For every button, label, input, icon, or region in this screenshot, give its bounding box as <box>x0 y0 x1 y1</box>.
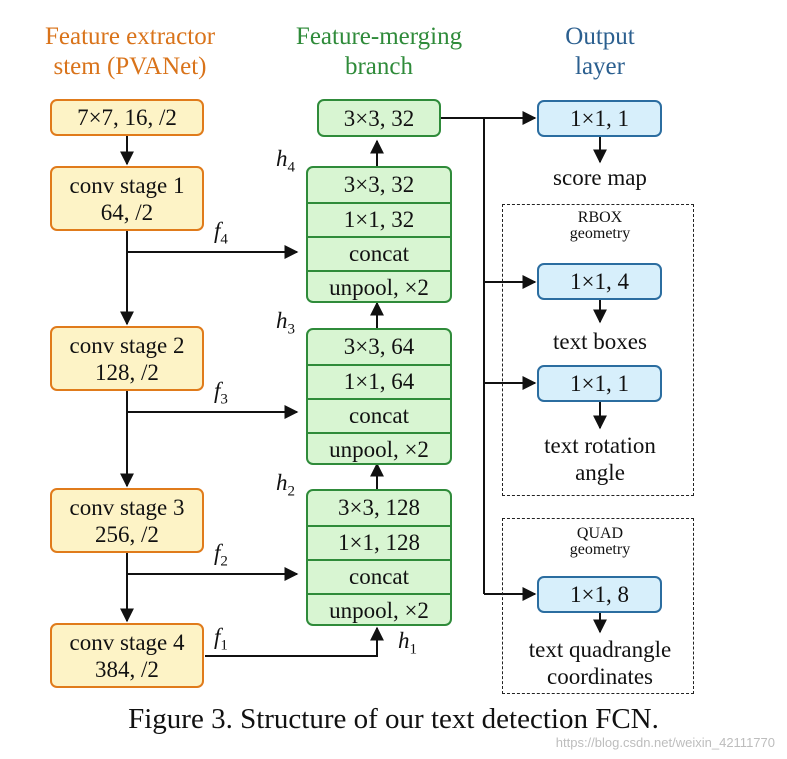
feature-label-f3: f3 <box>214 378 228 408</box>
merge-label-h1: h1 <box>398 628 417 658</box>
merge-column-title: Feature-merging branch <box>295 23 463 80</box>
merge-stack-row: 1×1, 64 <box>308 364 450 398</box>
merge-stack-h4: 3×3, 32 1×1, 32 concat unpool, ×2 <box>306 166 452 303</box>
merge-stack-row: unpool, ×2 <box>308 593 450 624</box>
text-quadrangle-label: text quadrangle coordinates <box>528 637 672 689</box>
feature-label-f4: f4 <box>214 218 228 248</box>
text-boxes-label: text boxes <box>553 329 647 354</box>
quad-group <box>502 518 694 694</box>
rbox-title: RBOX geometry <box>569 209 631 242</box>
rbox-boxes-conv: 1×1, 4 <box>537 263 662 300</box>
text-rotation-angle-label: text rotation angle <box>544 433 656 485</box>
merge-stack-row: concat <box>308 236 450 270</box>
merge-stack-h3: 3×3, 64 1×1, 64 concat unpool, ×2 <box>306 328 452 465</box>
merge-label-h4: h4 <box>276 146 295 176</box>
quad-conv: 1×1, 8 <box>537 576 662 613</box>
feature-label-f1: f1 <box>214 624 228 654</box>
merge-stack-row: 1×1, 32 <box>308 202 450 236</box>
conv-stage-4: conv stage 4 384, /2 <box>50 623 204 688</box>
merge-stack-row: 1×1, 128 <box>308 525 450 559</box>
merge-stack-row: concat <box>308 559 450 593</box>
merge-stack-h2: 3×3, 128 1×1, 128 concat unpool, ×2 <box>306 489 452 626</box>
merge-stack-row: concat <box>308 398 450 432</box>
stem-column-title: Feature extractor stem (PVANet) <box>44 23 216 80</box>
merge-stack-row: unpool, ×2 <box>308 270 450 301</box>
merge-stack-row: 3×3, 128 <box>338 495 420 520</box>
conv-stage-2: conv stage 2 128, /2 <box>50 326 204 391</box>
merge-label-h2: h2 <box>276 470 295 500</box>
output-column-title: Output layer <box>565 23 635 80</box>
score-conv: 1×1, 1 <box>537 100 662 137</box>
merge-label-h3: h3 <box>276 308 295 338</box>
rbox-group <box>502 204 694 496</box>
score-map-label: score map <box>553 165 647 190</box>
conv-stage-3: conv stage 3 256, /2 <box>50 488 204 553</box>
feature-label-f2: f2 <box>214 540 228 570</box>
merge-stack-row: 3×3, 64 <box>343 334 415 359</box>
figure-caption: Figure 3. Structure of our text detectio… <box>128 703 659 735</box>
stem-input-conv: 7×7, 16, /2 <box>50 99 204 136</box>
quad-title: QUAD geometry <box>569 525 631 558</box>
watermark: https://blog.csdn.net/weixin_42111770 <box>555 735 775 750</box>
merge-stack-row: unpool, ×2 <box>308 432 450 463</box>
merge-stack-row: 3×3, 32 <box>343 172 415 197</box>
conv-stage-1: conv stage 1 64, /2 <box>50 166 204 231</box>
merge-top-conv: 3×3, 32 <box>317 99 441 137</box>
rbox-angle-conv: 1×1, 1 <box>537 365 662 402</box>
